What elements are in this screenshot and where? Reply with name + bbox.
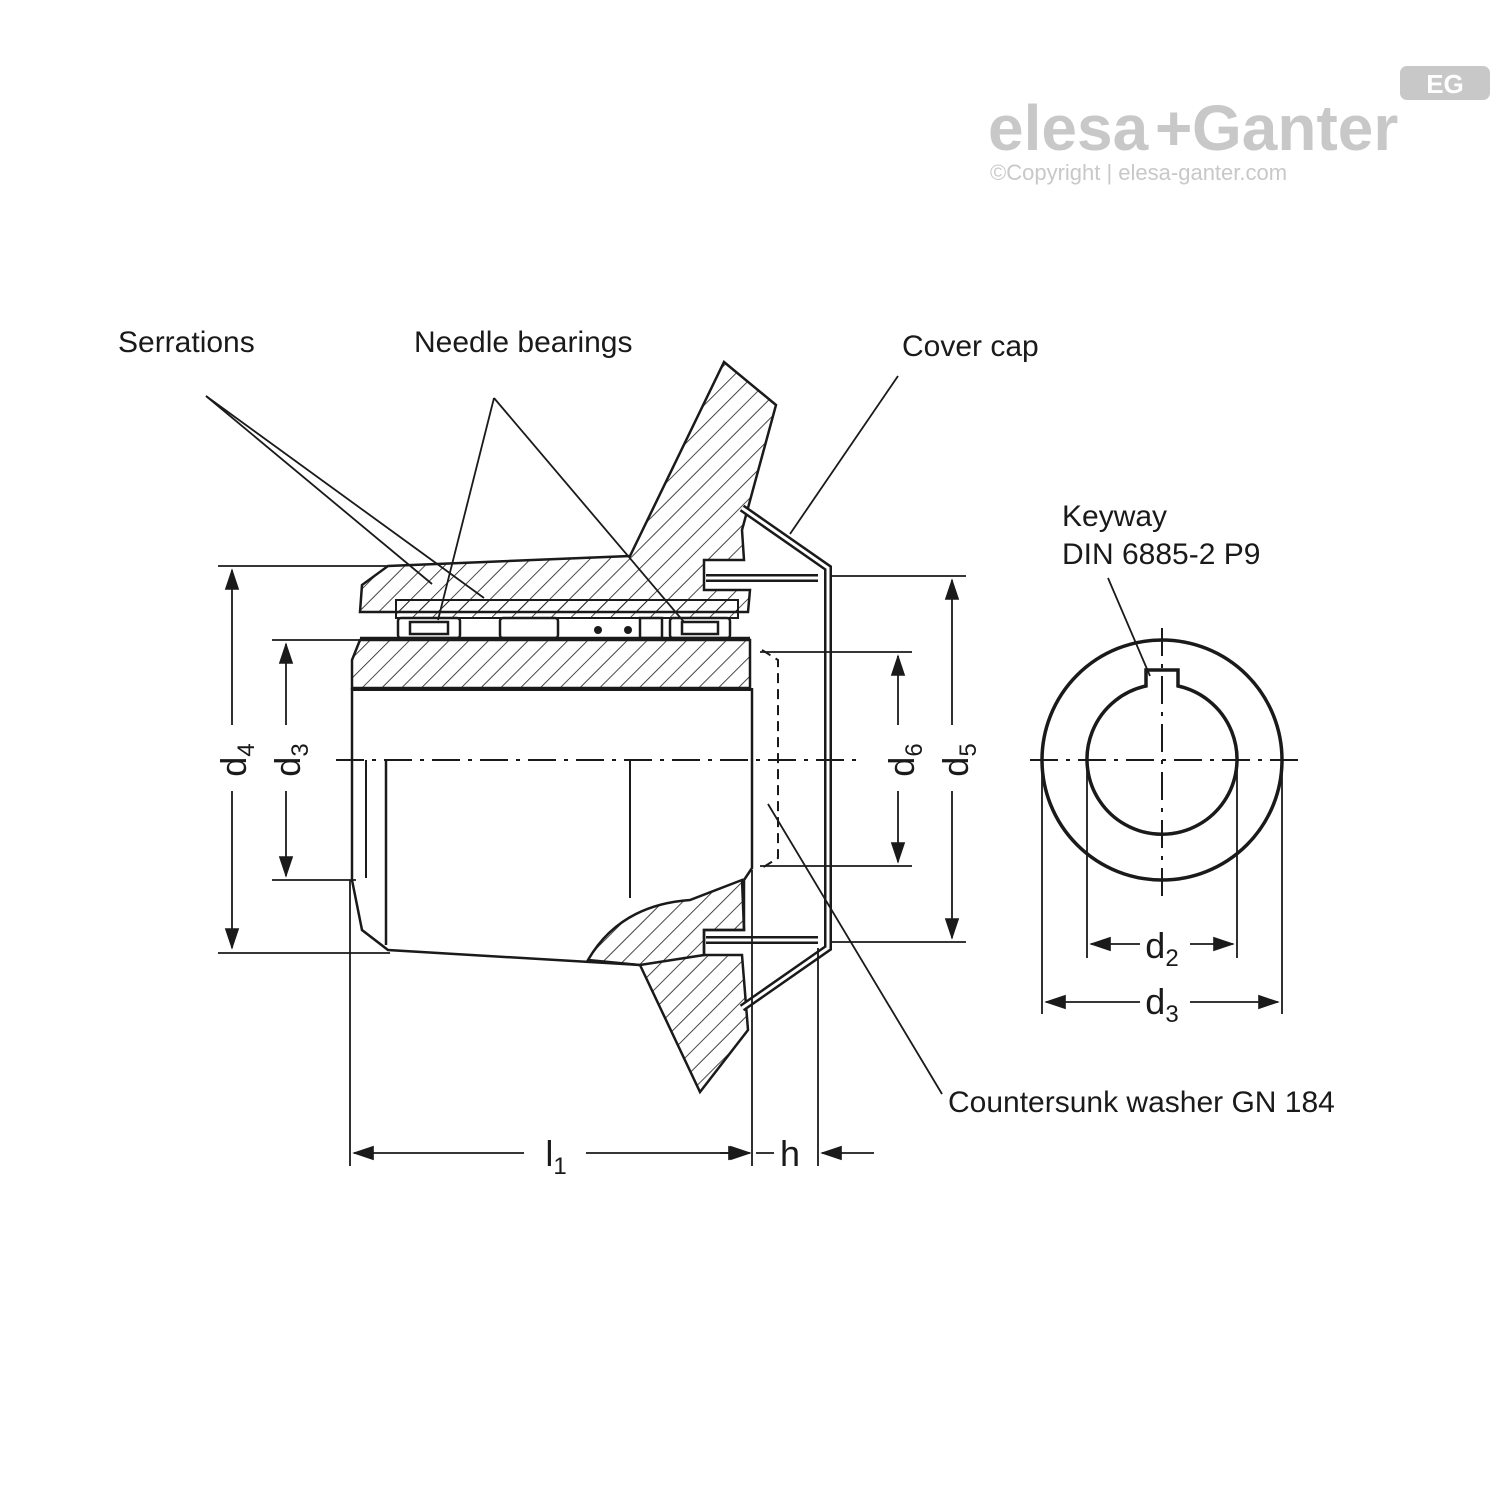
brand-name-right: Ganter (1192, 92, 1398, 164)
callout-keyway: Keyway (1062, 500, 1167, 533)
bore-with-keyway (1085, 668, 1239, 836)
brand-badge-text: EG (1426, 69, 1464, 99)
dimension-lines-bottom (349, 870, 874, 1166)
brand-plus: + (1155, 92, 1192, 164)
bushing-outer-ring (350, 638, 752, 690)
dimension-label-d3-end-view: d3 (1145, 981, 1178, 1028)
brand-badge (1400, 66, 1490, 100)
bearing-race (395, 599, 739, 619)
cover-cap (739, 504, 832, 1012)
brand-logo: elesa + Ganter EG ©Copyright | elesa-gan… (988, 66, 1490, 185)
dimension-label-d5: d5 (935, 743, 982, 776)
svg-text:d6: d6 (881, 743, 928, 776)
svg-text:d5: d5 (935, 743, 982, 776)
callout-needle-bearings: Needle bearings (414, 326, 632, 359)
dimension-label-l1: l1 (545, 1133, 566, 1180)
leader-lines (205, 375, 1151, 1095)
callout-serrations: Serrations (118, 326, 255, 359)
needle-bearing-row (396, 616, 732, 640)
lever-arm-bottom (585, 878, 750, 1095)
dimension-label-d6: d6 (881, 743, 928, 776)
callout-cover-cap: Cover cap (902, 330, 1039, 363)
dimension-label-d4: d4 (213, 743, 260, 776)
dimension-label-d2: d2 (1145, 925, 1178, 972)
dimension-label-d3: d3 (267, 743, 314, 776)
callout-keyway-standard: DIN 6885-2 P9 (1062, 538, 1260, 571)
svg-text:d4: d4 (213, 743, 260, 776)
section-view (336, 360, 860, 1095)
callout-countersunk-washer: Countersunk washer GN 184 (948, 1086, 1335, 1119)
svg-text:d3: d3 (267, 743, 314, 776)
copyright-text: ©Copyright | elesa-ganter.com (990, 160, 1287, 185)
brand-name-left: elesa (988, 92, 1149, 164)
dimension-label-h: h (780, 1133, 800, 1174)
